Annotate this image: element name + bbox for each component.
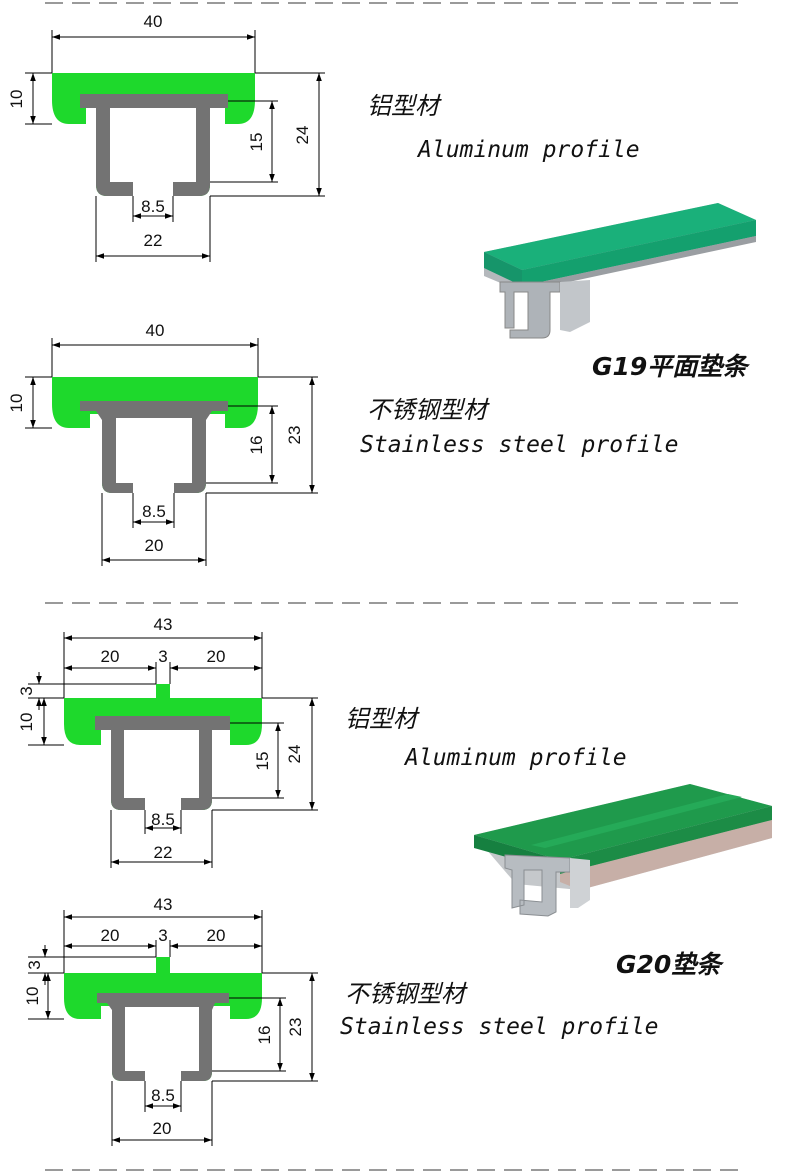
g20-ss-width-label: 43 xyxy=(154,895,173,914)
g20-al-width-label: 43 xyxy=(154,615,173,634)
g20-aluminum-drawing: 43 20 3 20 3 10 24 15 8.5 22 xyxy=(17,615,318,868)
g19-ss-height-label: 23 xyxy=(285,426,304,445)
g20-ss-label-cn: 不锈钢型材 xyxy=(345,980,468,1008)
g20-al-label-en: Aluminum profile xyxy=(403,745,627,771)
g19-stainless-drawing: 40 10 23 16 8.5 20 xyxy=(7,321,318,566)
g20-al-height-label: 24 xyxy=(285,745,304,764)
g19-al-width-label: 40 xyxy=(144,12,163,31)
g19-al-height-label: 24 xyxy=(293,126,312,145)
g19-ss-bottom-label: 20 xyxy=(145,536,164,555)
g19-product-label: G19平面垫条 xyxy=(592,352,750,381)
g20-product-photo xyxy=(474,784,772,917)
g19-al-label-cn: 铝型材 xyxy=(367,92,442,120)
g19-ss-thick-label: 10 xyxy=(7,394,26,413)
g20-al-mid-label: 3 xyxy=(158,647,167,666)
g20-al-bottom-label: 22 xyxy=(154,843,173,862)
g20-ss-mid-label: 3 xyxy=(158,926,167,945)
g20-ss-thick-label: 10 xyxy=(23,987,42,1006)
g19-al-channel-label: 15 xyxy=(247,133,266,152)
g20-ss-rib-label: 3 xyxy=(25,960,44,969)
g20-al-rib-label: 3 xyxy=(17,686,36,695)
g20-ss-slot-label: 8.5 xyxy=(151,1086,175,1105)
g20-stainless-drawing: 43 20 3 20 3 10 23 16 8.5 20 xyxy=(23,895,318,1146)
g19-product-photo xyxy=(484,203,756,339)
g19-ss-label-en: Stainless steel profile xyxy=(360,432,679,458)
g19-ss-channel-label: 16 xyxy=(247,436,266,455)
g20-ss-label-en: Stainless steel profile xyxy=(340,1014,659,1040)
g20-ss-channel-label: 16 xyxy=(255,1026,274,1045)
g20-al-slot-label: 8.5 xyxy=(151,810,175,829)
g20-al-thick-label: 10 xyxy=(17,713,36,732)
g20-al-left-label: 20 xyxy=(101,647,120,666)
g19-al-slot-label: 8.5 xyxy=(141,197,165,216)
g19-al-thick-label: 10 xyxy=(7,90,26,109)
g20-al-right-label: 20 xyxy=(207,647,226,666)
g20-al-label-cn: 铝型材 xyxy=(345,705,420,733)
g20-ss-right-label: 20 xyxy=(207,926,226,945)
g19-al-bottom-label: 22 xyxy=(144,231,163,250)
g19-ss-width-label: 40 xyxy=(146,321,165,340)
g20-ss-bottom-label: 20 xyxy=(153,1119,172,1138)
g20-product-label: G20垫条 xyxy=(616,950,724,979)
g20-ss-height-label: 23 xyxy=(286,1018,305,1037)
g19-ss-label-cn: 不锈钢型材 xyxy=(367,396,490,424)
g19-ss-slot-label: 8.5 xyxy=(142,502,166,521)
g20-ss-left-label: 20 xyxy=(101,926,120,945)
g20-al-channel-label: 15 xyxy=(253,752,272,771)
g19-al-label-en: Aluminum profile xyxy=(416,137,640,163)
g19-aluminum-drawing: 40 10 24 15 8.5 22 xyxy=(7,12,325,262)
